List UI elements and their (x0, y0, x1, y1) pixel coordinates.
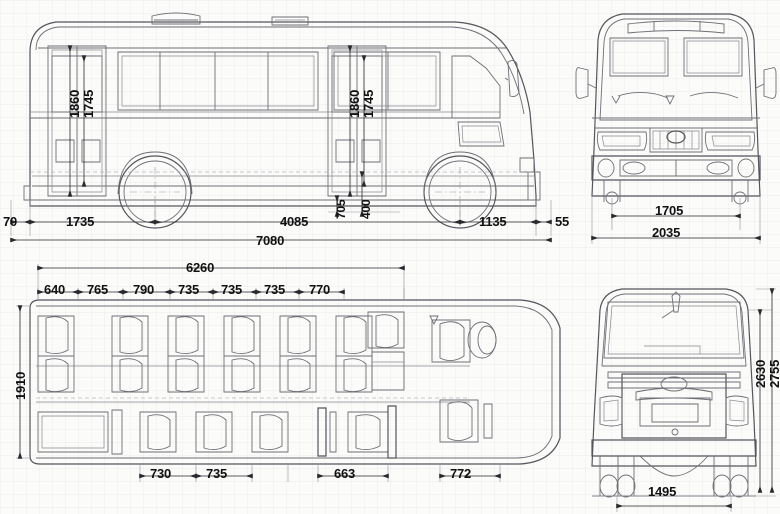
dim-pitch-1: 640 (44, 282, 66, 297)
dim-lower-3: 663 (334, 466, 356, 481)
dim-rear-overhang: 70 (3, 214, 18, 229)
dim-pitch-7: 770 (309, 282, 331, 297)
front-view-linework (575, 13, 777, 244)
dim-front-axle-to-front: 1135 (479, 214, 507, 229)
dim-front-track: 1705 (655, 203, 684, 218)
dim-lower-2: 735 (206, 466, 228, 481)
dim-pitch-6: 735 (264, 282, 286, 297)
dim-door2-height-inner: 1745 (361, 89, 376, 118)
dim-door1-height-inner: 1745 (81, 89, 96, 118)
dim-pitch-5: 735 (221, 282, 243, 297)
dim-overall-height: 2755 (767, 359, 780, 388)
dim-lower-4: 772 (450, 466, 472, 481)
dim-door2-height-outer: 1860 (347, 89, 362, 118)
rear-view-linework (591, 288, 776, 512)
side-view-linework (10, 12, 552, 243)
dim-wheelbase: 4085 (280, 214, 309, 229)
dim-rear-track: 1495 (648, 484, 677, 499)
dim-body-height: 2630 (753, 359, 768, 388)
dim-interior-length: 6260 (186, 260, 215, 275)
dim-door1-height-outer: 1860 (67, 89, 82, 118)
dim-interior-width: 1910 (13, 371, 28, 400)
dim-pitch-4: 735 (178, 282, 200, 297)
dim-step-height: 705 (334, 199, 348, 219)
dim-rear-to-rear-axle: 1735 (66, 214, 95, 229)
dim-overall-length: 7080 (256, 233, 285, 248)
dim-lower-1: 730 (150, 466, 172, 481)
plan-view-linework (16, 264, 561, 482)
dim-front-overhang: 55 (555, 214, 570, 229)
dim-overall-width: 2035 (652, 225, 681, 240)
dim-lower-step-height: 400 (359, 199, 373, 219)
dim-pitch-2: 765 (87, 282, 109, 297)
dim-pitch-3: 790 (133, 282, 155, 297)
